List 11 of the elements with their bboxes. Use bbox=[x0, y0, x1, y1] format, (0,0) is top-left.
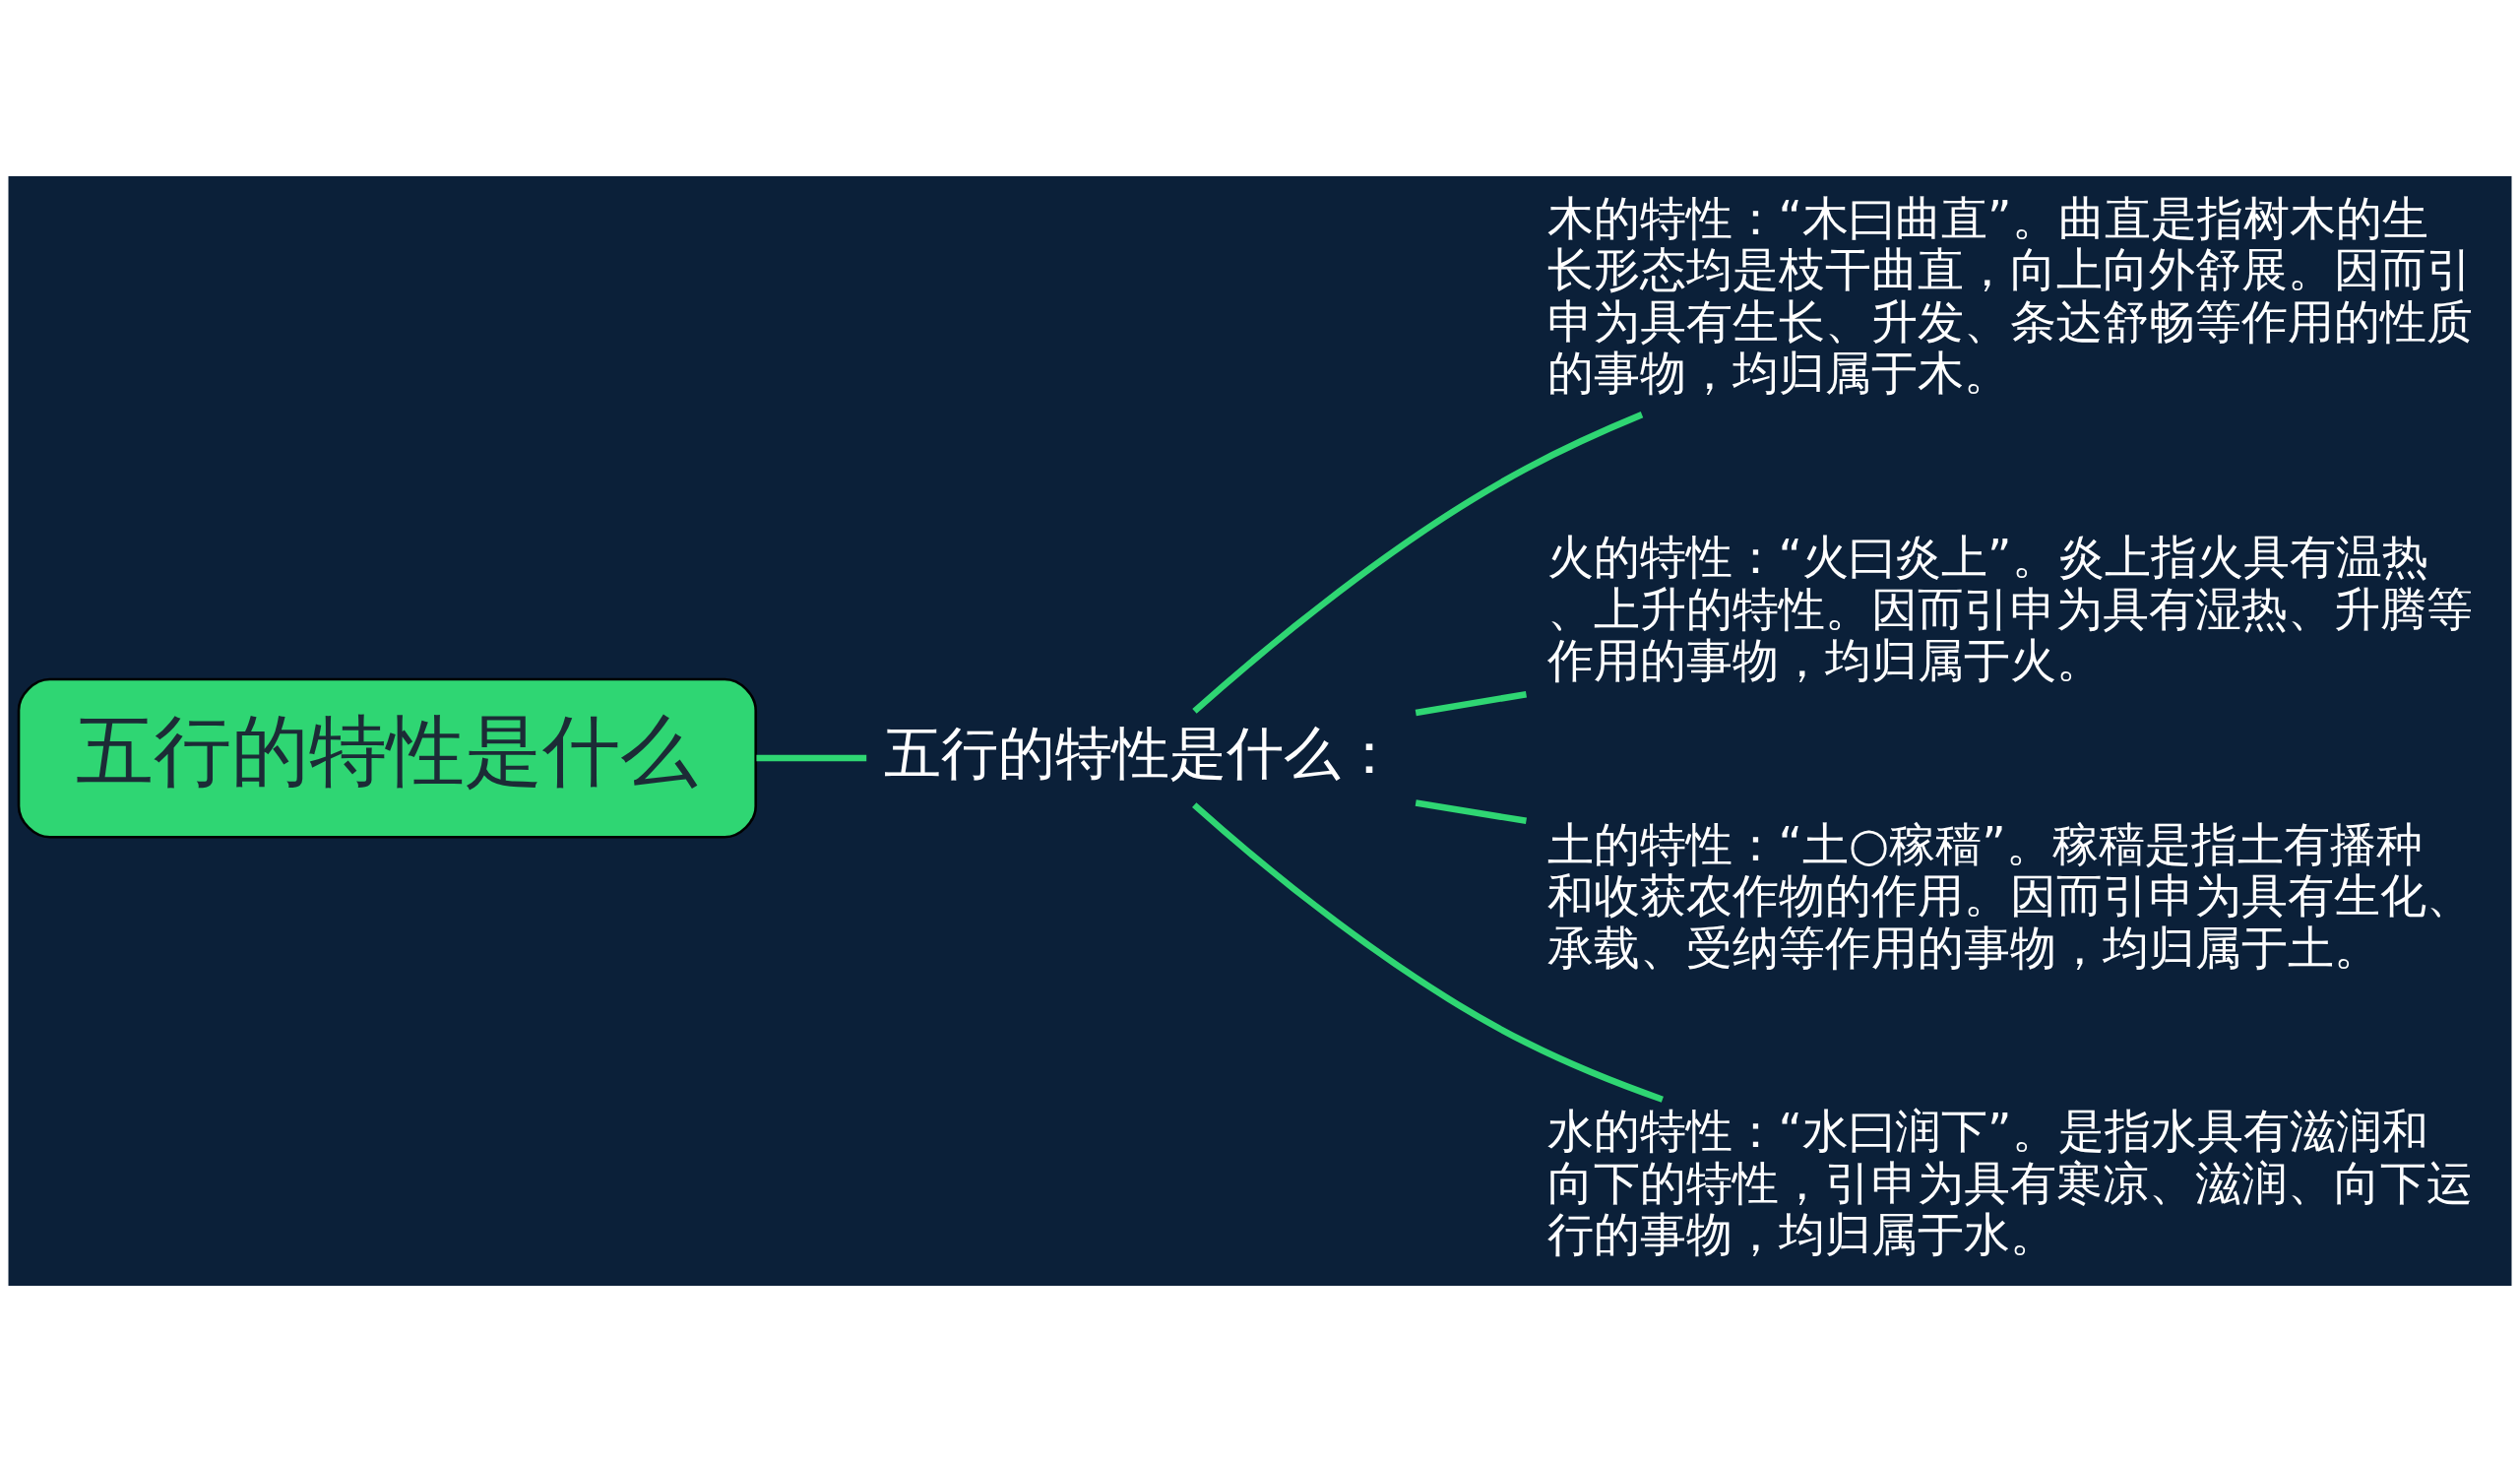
connector bbox=[1192, 412, 1644, 714]
node-box: 五行的特性是什么 bbox=[17, 677, 758, 839]
connector bbox=[1415, 799, 1527, 825]
node-text: 五行的特性是什么： bbox=[884, 719, 1399, 787]
connector bbox=[1192, 802, 1664, 1103]
node-text: 木的特性：“木曰曲直”。曲直是指树木的生长形态均是枝干曲直，向上向外舒展。因而引申为具有生长、升发、条达舒畅等作用的性质的事物，均归属于木。 bbox=[1546, 190, 2473, 401]
connector bbox=[1415, 690, 1527, 717]
node-text: 土的特性：“土○稼穑”。稼穑是指土有播种和收获农作物的作用。因而引申为具有生化、承载、受纳等作用的事物，均归属于土。 bbox=[1546, 816, 2473, 975]
node-text: 火的特性：“火曰炎上”。炎上指火具有温热、上升的特性。因而引申为具有湿热、升腾等作用的事物，均归属于火。 bbox=[1546, 529, 2473, 688]
connector bbox=[756, 754, 867, 762]
node-text: 水的特性：“水曰润下”。是指水具有滋润和向下的特性，引申为具有寒凉、滋润、向下运行的事物，均归属于水。 bbox=[1546, 1104, 2473, 1262]
